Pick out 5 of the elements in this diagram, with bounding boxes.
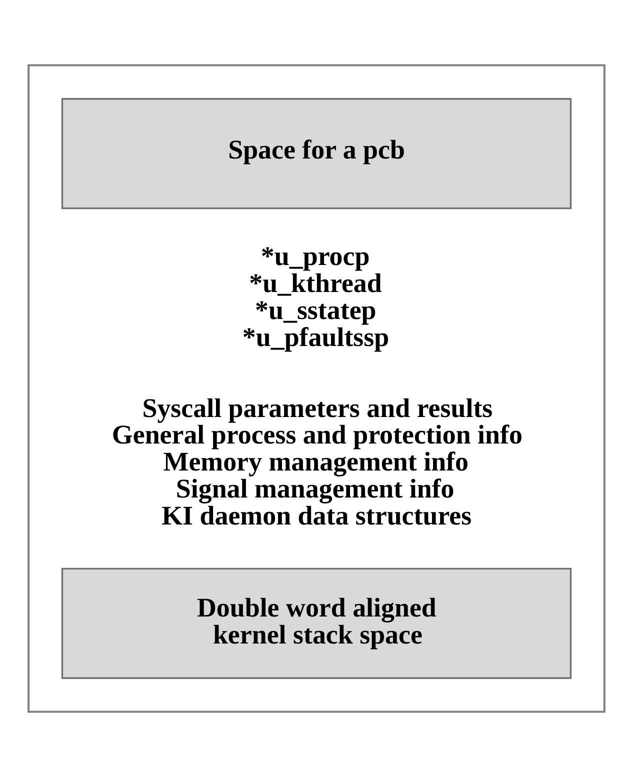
- cluster: [28, 64, 606, 712]
- label: Syscall parameters and results: [142, 392, 493, 422]
- label: *u_sstatep: [255, 294, 376, 325]
- node-box: Double word aligned kernel stack space: [61, 567, 572, 678]
- node-box: Space for a pcb: [61, 98, 572, 209]
